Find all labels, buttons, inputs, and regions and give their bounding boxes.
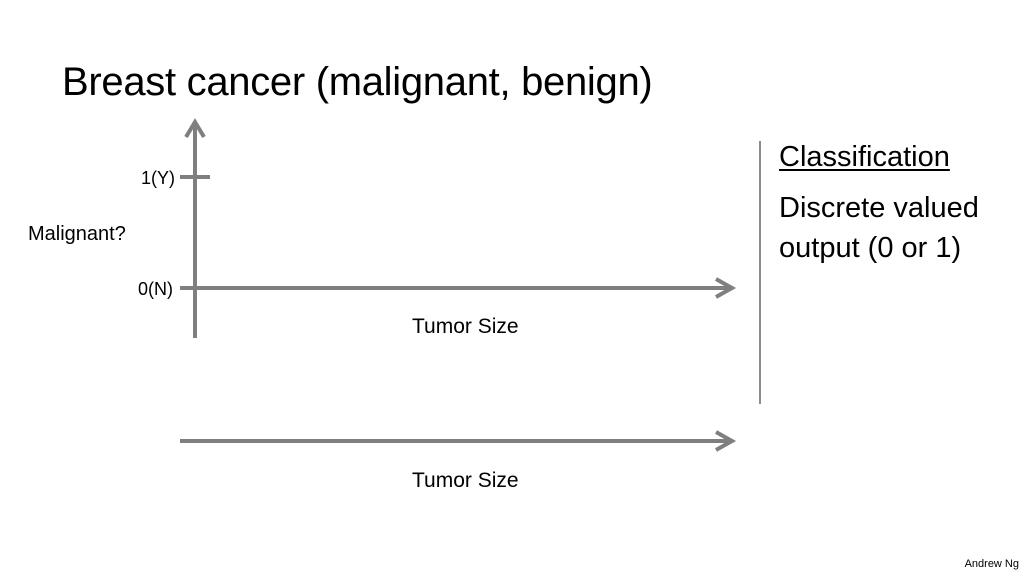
classification-description: Discrete valued output (0 or 1) <box>779 192 979 264</box>
y-axis-label: Malignant? <box>28 223 126 245</box>
classification-heading: Classification <box>779 141 950 173</box>
y-tick-label-0: 0(N) <box>138 279 173 299</box>
y-tick-label-1: 1(Y) <box>141 168 176 188</box>
bottom-plot-x-axis-arrowhead <box>715 430 737 452</box>
author-credit: Andrew Ng <box>964 558 1019 570</box>
bottom-plot-x-axis-label: Tumor Size <box>412 469 519 492</box>
top-plot-y-axis-arrowhead <box>184 118 206 139</box>
top-plot-x-axis-label: Tumor Size <box>412 315 519 338</box>
slide-title: Breast cancer (malignant, benign) <box>62 60 653 104</box>
top-plot-x-axis-arrowhead <box>715 277 737 299</box>
